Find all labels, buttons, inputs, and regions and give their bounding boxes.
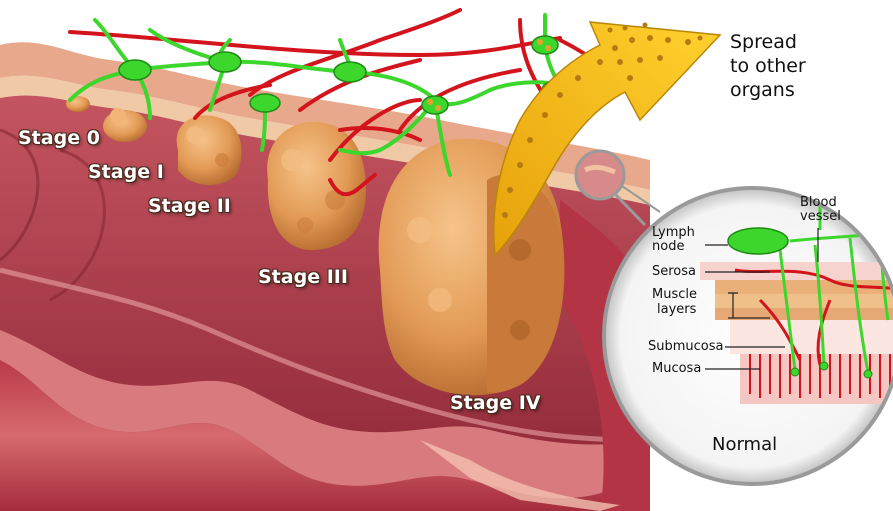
inset-lymph-node	[728, 228, 788, 254]
stage-2-label: Stage II	[148, 195, 231, 217]
stage-3-label: Stage III	[258, 266, 348, 288]
tumor-stage-3	[267, 122, 366, 250]
mucosa-label: Mucosa	[652, 362, 701, 376]
lymph-node-label-1: Lymph	[652, 226, 695, 240]
spread-label-line-3: organs	[730, 78, 806, 102]
lymph-node-label-2: node	[652, 240, 684, 254]
stage-4-label: Stage IV	[450, 392, 540, 414]
submucosa-label: Submucosa	[648, 340, 724, 354]
spread-label-line-1: Spread	[730, 30, 806, 54]
blood-vessel-label-1: Blood	[800, 196, 837, 210]
muscle-layers-label-2: layers	[657, 303, 696, 317]
normal-label: Normal	[712, 436, 777, 454]
muscle-layers-label-1: Muscle	[652, 288, 697, 302]
serosa-label: Serosa	[652, 265, 696, 279]
stage-1-label: Stage I	[88, 161, 164, 183]
blood-vessel-label-2: vessel	[800, 210, 841, 224]
tumor-stage-2	[177, 115, 242, 185]
spread-label-line-2: to other	[730, 54, 806, 78]
stage-0-label: Stage 0	[18, 127, 100, 149]
spread-label: Spread to other organs	[730, 30, 806, 102]
